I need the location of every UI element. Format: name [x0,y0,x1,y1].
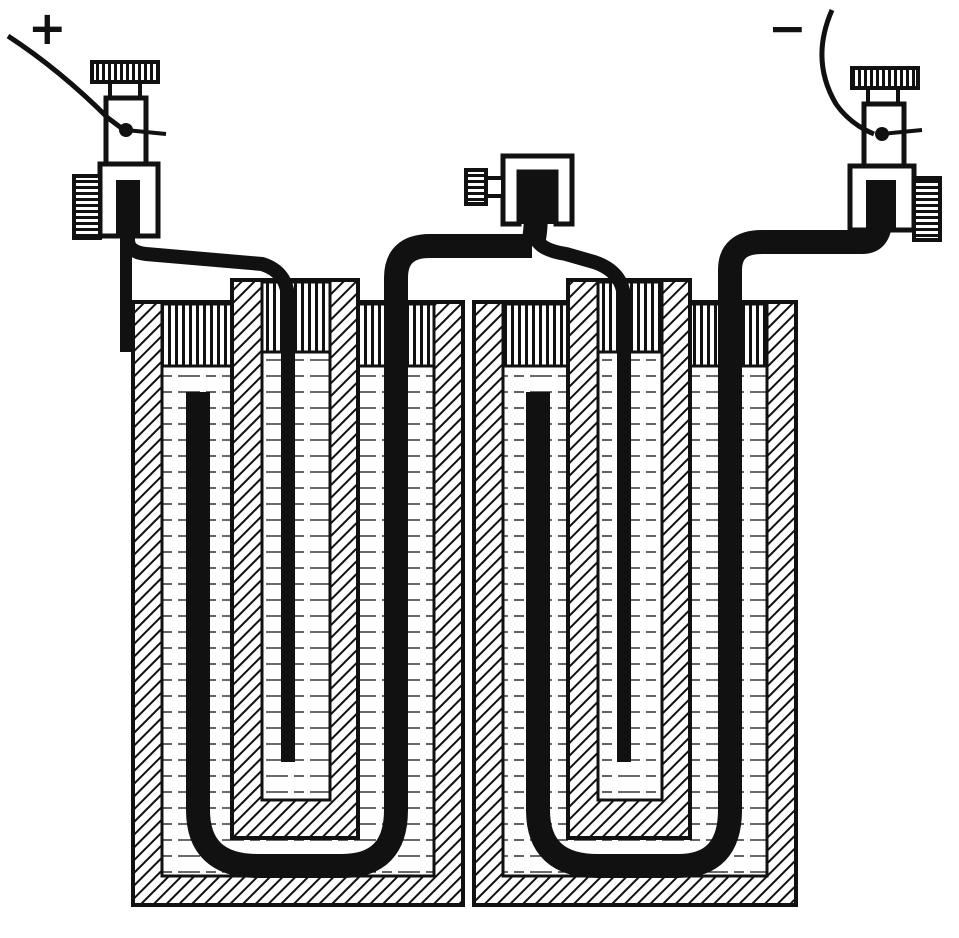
middle-clamp-thumbscrew-knurl [464,168,488,206]
positive-terminal-side-screw [72,174,102,240]
left-cell [121,200,532,907]
right-cell-outer-electrode [526,190,892,878]
negative-terminal-side-screw [912,176,942,242]
positive-sign: + [28,1,67,55]
negative-lead-wire [819,8,875,137]
middle-clamp-screw [484,176,505,198]
right-cell [472,190,892,907]
left-cell-cup-seal [260,280,332,354]
middle-clamp [464,153,575,227]
negative-terminal: − [768,1,942,242]
negative-terminal-top-knob [850,66,920,90]
positive-terminal: + [6,1,167,352]
positive-lead-wire [6,33,126,132]
left-cell-cup-interior [260,350,332,802]
left-cell-outer-electrode [186,234,532,878]
negative-sign: − [768,1,807,55]
positive-terminal-top-knob [90,60,160,84]
